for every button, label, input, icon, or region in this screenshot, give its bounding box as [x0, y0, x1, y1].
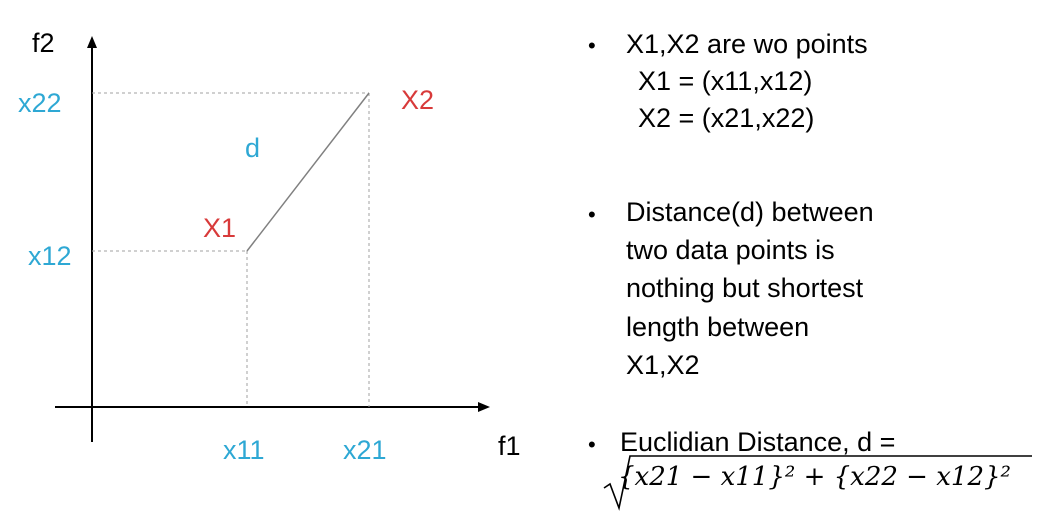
euclidean-formula: {x21 − x11}² + {x22 − x12}² [618, 462, 1011, 492]
tick-x22: x22 [18, 88, 62, 118]
point-x2-label: X2 [401, 85, 435, 115]
axis-x-label: f1 [498, 431, 521, 461]
distance-diagram [55, 36, 490, 442]
bullet-1-line-2: X1 = (x11,x12) [638, 66, 813, 96]
bullet-2-line-4: length between [626, 312, 810, 342]
distance-line [246, 92, 370, 252]
tick-x21: x21 [343, 435, 387, 465]
x-axis-arrow [478, 402, 490, 412]
bullet-2-line-2: two data points is [626, 235, 835, 265]
bullet-2-line-3: nothing but shortest [626, 273, 864, 303]
tick-x11: x11 [223, 435, 265, 465]
point-x1-label: X1 [203, 213, 237, 243]
tick-x12: x12 [28, 241, 72, 271]
bullet-2-dot: • [588, 202, 596, 227]
bullet-3-dot: • [588, 432, 596, 457]
sqrt-icon [603, 455, 1032, 511]
bullet-1-dot: • [588, 33, 596, 58]
distance-label: d [245, 133, 261, 163]
bullet-3-line-1: Euclidian Distance, d = [620, 427, 896, 457]
y-axis-arrow [87, 36, 97, 48]
bullet-2-line-1: Distance(d) between [626, 197, 874, 227]
bullet-1-line-3: X2 = (x21,x22) [638, 103, 815, 133]
bullet-1-line-1: X1,X2 are wo points [626, 29, 868, 59]
axis-y-label: f2 [32, 28, 55, 58]
bullet-2-line-5: X1,X2 [626, 350, 700, 380]
